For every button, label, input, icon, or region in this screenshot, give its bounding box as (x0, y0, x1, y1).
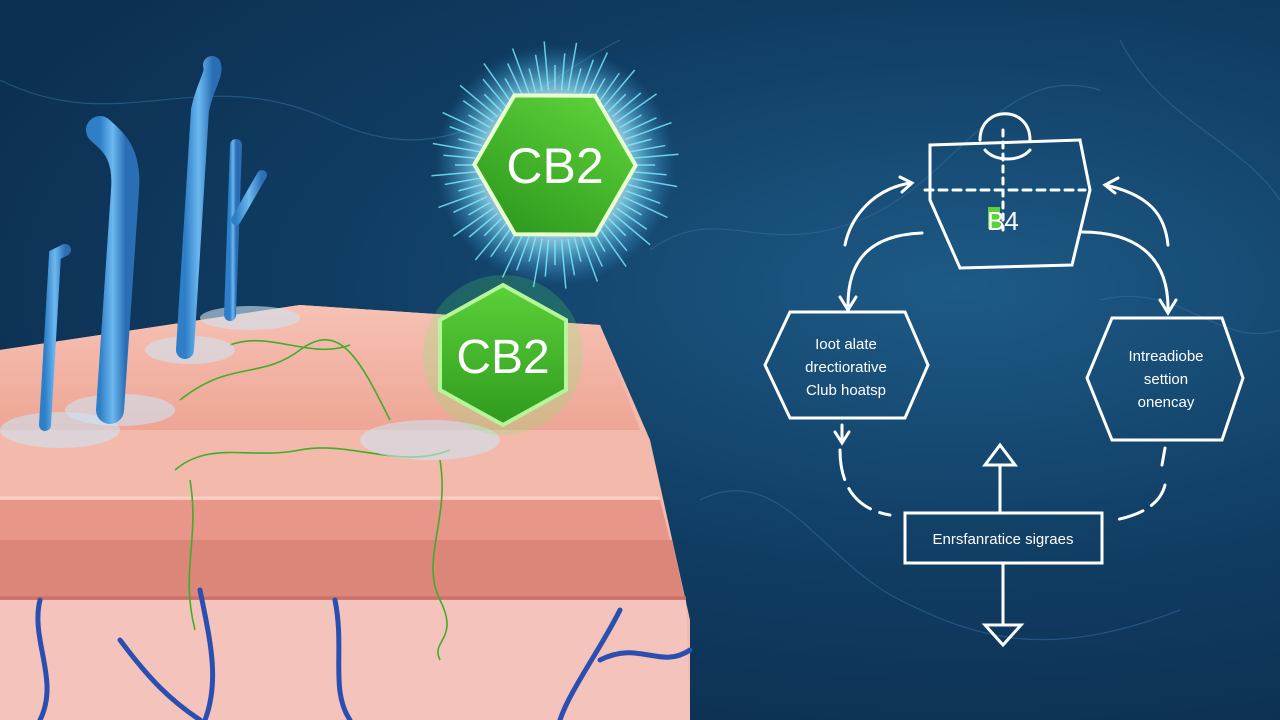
right-hexagon-line-1: Intreadiobe (1128, 348, 1203, 365)
glow-spike (607, 93, 627, 113)
glow-spike (458, 138, 483, 147)
glow-spike (616, 207, 648, 230)
glow-spike (622, 116, 657, 134)
glow-spike (560, 239, 567, 289)
cb2-label-bottom: CB2 (456, 331, 549, 384)
cb2-receptor: CB2 (423, 275, 583, 435)
glow-spike (573, 68, 582, 93)
glow-spike (573, 237, 582, 262)
hair-follicles (0, 56, 500, 460)
left-hexagon-line-1: Ioot alate (815, 336, 877, 353)
glow-spike (453, 196, 488, 214)
bottom-box-label: Enrsfanratice sigraes (933, 531, 1074, 548)
glow-spike (501, 232, 524, 278)
top-box-label: B4 (987, 206, 1019, 236)
glow-spike (443, 154, 481, 160)
right-hexagon-line-3: onencay (1138, 394, 1195, 411)
glow-spike (528, 68, 537, 93)
glow-spike (544, 239, 550, 277)
left-hexagon-line-3: Club hoatsp (806, 382, 886, 399)
glow-spike (629, 153, 679, 160)
arrow (843, 181, 912, 247)
glow-spike (611, 212, 651, 246)
glow-spike (474, 221, 508, 261)
glow-spike (483, 62, 513, 104)
glow-spike (597, 226, 627, 268)
glow-spike (602, 221, 628, 252)
glow-spike (468, 201, 491, 216)
right-hexagon (1085, 316, 1245, 442)
glow-spike (431, 170, 481, 177)
blood-vessels (35, 587, 693, 720)
glow-spike (534, 54, 543, 92)
glow-spike (438, 189, 485, 209)
glow-spike (567, 238, 576, 276)
glow-spike (579, 59, 595, 95)
glow-spike (586, 232, 604, 267)
glow-spike (452, 207, 494, 237)
glow-spike (629, 170, 667, 176)
glow-spike (511, 48, 531, 95)
glow-spike (560, 53, 566, 91)
glow-spike (619, 201, 642, 216)
glow-spike (567, 42, 578, 92)
left-hexagon (763, 310, 930, 420)
glow-spike (625, 121, 672, 141)
glow-spike (616, 93, 658, 123)
glow-spike (597, 72, 620, 104)
glow-spike (579, 235, 599, 282)
glow-spike (528, 237, 537, 262)
glow-spike (432, 142, 482, 153)
glow-spike (628, 177, 678, 188)
glow-spike (611, 92, 642, 118)
glow-spike (444, 177, 482, 186)
glow-spike (625, 189, 661, 205)
glow-spike (462, 100, 494, 123)
glow-spike (622, 196, 668, 219)
nerve-fibers (174, 339, 451, 661)
glow-spike (506, 63, 524, 98)
cb2-receptor-glowing: CB2 (431, 41, 679, 289)
bottom-box (903, 511, 1104, 565)
left-hexagon-line-2: drectiorative (805, 359, 887, 376)
glow-spike (459, 84, 499, 118)
glow-spike (627, 183, 652, 192)
glow-spike (483, 93, 503, 113)
glow-spike (607, 217, 627, 237)
b4-marker (988, 207, 1000, 229)
glow-spike (468, 212, 499, 238)
glow-spike (532, 238, 543, 288)
glow-spike (482, 78, 508, 109)
glow-spike (627, 138, 652, 147)
glow-spike (628, 144, 666, 153)
glow-spike (490, 226, 513, 258)
glow-spike (468, 114, 491, 129)
glow-spike (449, 125, 485, 141)
glow-spike (543, 41, 550, 91)
glow-spike (483, 217, 503, 237)
top-box (928, 138, 1092, 270)
signaling-diagram (763, 112, 1245, 648)
glow-spike (458, 183, 483, 192)
glow-spike (602, 69, 636, 109)
glow-spike (619, 114, 642, 129)
glow-spike (442, 111, 488, 134)
right-hexagon-line-2: settion (1144, 371, 1188, 388)
glow-spike (515, 235, 531, 271)
glow-spike (586, 52, 609, 98)
cb2-label-top: CB2 (506, 138, 603, 194)
